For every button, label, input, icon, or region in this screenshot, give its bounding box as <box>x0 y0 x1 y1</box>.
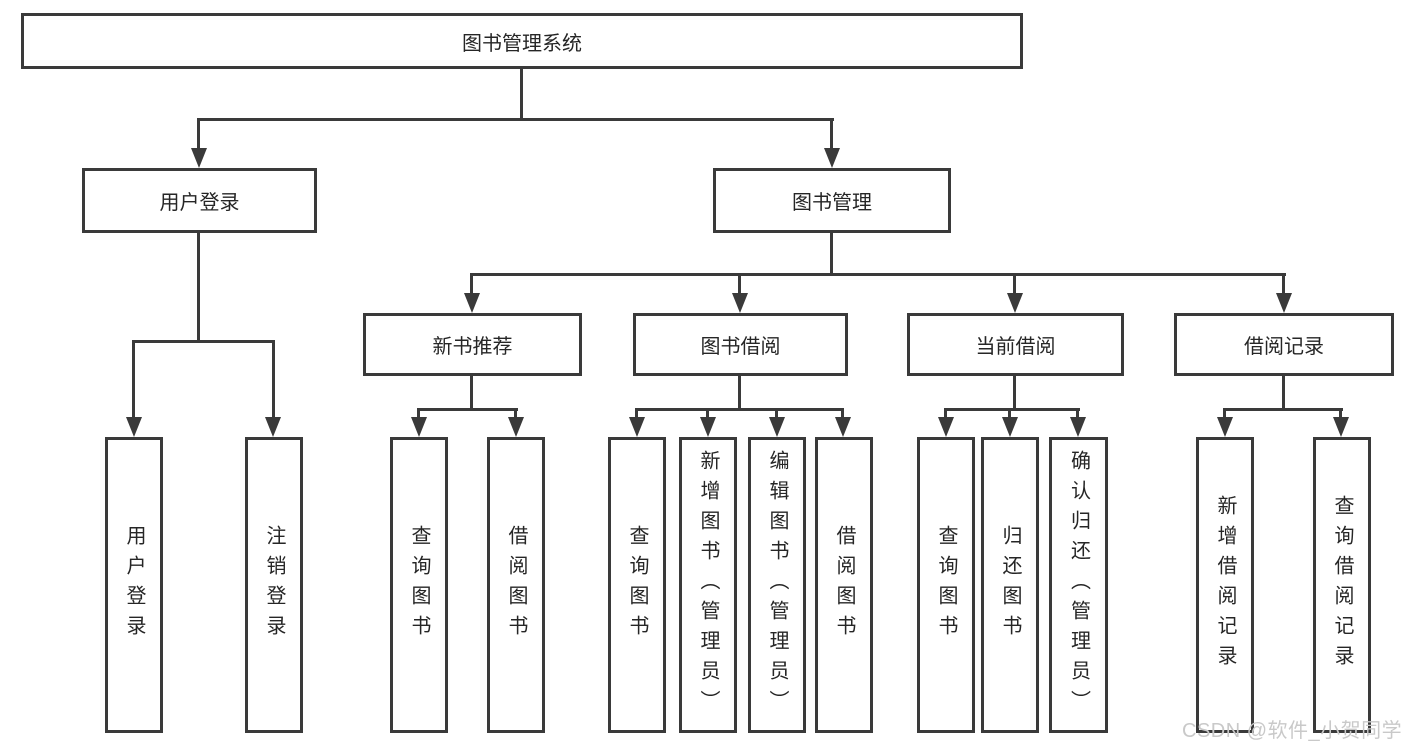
connector-currentborrow-drop <box>944 408 947 418</box>
arrowhead-down-icon <box>464 293 480 313</box>
leaf-newbook-query-books: 查询图书 <box>390 437 448 733</box>
connector-newbook-stem <box>470 376 473 408</box>
arrowhead-down-icon <box>835 417 851 437</box>
connector-userlogin-drop <box>272 340 275 418</box>
connector-bookmgmt-drop <box>738 273 741 295</box>
arrowhead-down-icon <box>1070 417 1086 437</box>
connector-root-rail <box>198 118 834 121</box>
arrowhead-down-icon <box>126 417 142 437</box>
leaf-current-return-books: 归还图书 <box>981 437 1039 733</box>
node-book-management: 图书管理 <box>713 168 951 233</box>
node-new-book-recommend: 新书推荐 <box>363 313 582 376</box>
arrowhead-down-icon <box>732 293 748 313</box>
arrowhead-down-icon <box>1007 293 1023 313</box>
arrowhead-down-icon <box>1276 293 1292 313</box>
leaf-records-query-record: 查询借阅记录 <box>1313 437 1371 733</box>
connector-bookmgmt-stem <box>830 233 833 273</box>
arrowhead-down-icon <box>508 417 524 437</box>
connector-bookborrow-drop <box>706 408 709 418</box>
node-root: 图书管理系统 <box>21 13 1023 69</box>
connector-userlogin-drop <box>132 340 135 418</box>
connector-currentborrow-stem <box>1013 376 1016 408</box>
connector-records-stem <box>1282 376 1285 408</box>
leaf-current-confirm-return-admin: 确认归还（管理员） <box>1049 437 1108 733</box>
connector-userlogin-rail <box>133 340 275 343</box>
connector-bookmgmt-rail <box>470 273 1286 276</box>
connector-bookborrow-rail <box>635 408 844 411</box>
leaf-user-login: 用户登录 <box>105 437 163 733</box>
leaf-records-add-record: 新增借阅记录 <box>1196 437 1254 733</box>
connector-root-right-drop <box>830 118 833 150</box>
leaf-borrow-edit-books-admin: 编辑图书（管理员） <box>748 437 806 733</box>
arrowhead-down-icon <box>824 148 840 168</box>
arrowhead-down-icon <box>1002 417 1018 437</box>
connector-newbook-drop <box>514 408 517 418</box>
arrowhead-down-icon <box>191 148 207 168</box>
leaf-borrow-query-books: 查询图书 <box>608 437 666 733</box>
node-borrow-records: 借阅记录 <box>1174 313 1394 376</box>
arrowhead-down-icon <box>629 417 645 437</box>
connector-currentborrow-rail <box>944 408 1080 411</box>
node-current-borrow: 当前借阅 <box>907 313 1124 376</box>
connector-bookmgmt-drop <box>1013 273 1016 295</box>
arrowhead-down-icon <box>769 417 785 437</box>
connector-userlogin-stem <box>197 233 200 340</box>
connector-newbook-rail <box>417 408 518 411</box>
connector-bookborrow-drop <box>841 408 844 418</box>
leaf-newbook-borrow-books: 借阅图书 <box>487 437 545 733</box>
csdn-watermark: CSDN @软件_小贺同学 <box>1182 720 1403 742</box>
connector-currentborrow-drop <box>1008 408 1011 418</box>
connector-bookmgmt-drop <box>470 273 473 295</box>
connector-records-drop <box>1223 408 1226 418</box>
arrowhead-down-icon <box>265 417 281 437</box>
connector-newbook-drop <box>417 408 420 418</box>
connector-bookborrow-stem <box>738 376 741 408</box>
arrowhead-down-icon <box>411 417 427 437</box>
node-user-login: 用户登录 <box>82 168 317 233</box>
connector-root-left-drop <box>197 118 200 150</box>
arrowhead-down-icon <box>938 417 954 437</box>
connector-root-stem <box>520 69 523 118</box>
arrowhead-down-icon <box>1333 417 1349 437</box>
connector-bookmgmt-drop <box>1282 273 1285 295</box>
node-book-borrow: 图书借阅 <box>633 313 848 376</box>
connector-records-drop <box>1339 408 1342 418</box>
leaf-current-query-books: 查询图书 <box>917 437 975 733</box>
connector-currentborrow-drop <box>1076 408 1079 418</box>
connector-bookborrow-drop <box>635 408 638 418</box>
connector-bookborrow-drop <box>775 408 778 418</box>
leaf-borrow-add-books-admin: 新增图书（管理员） <box>679 437 737 733</box>
arrowhead-down-icon <box>700 417 716 437</box>
arrowhead-down-icon <box>1217 417 1233 437</box>
connector-records-rail <box>1223 408 1343 411</box>
leaf-borrow-borrow-books: 借阅图书 <box>815 437 873 733</box>
leaf-logout: 注销登录 <box>245 437 303 733</box>
